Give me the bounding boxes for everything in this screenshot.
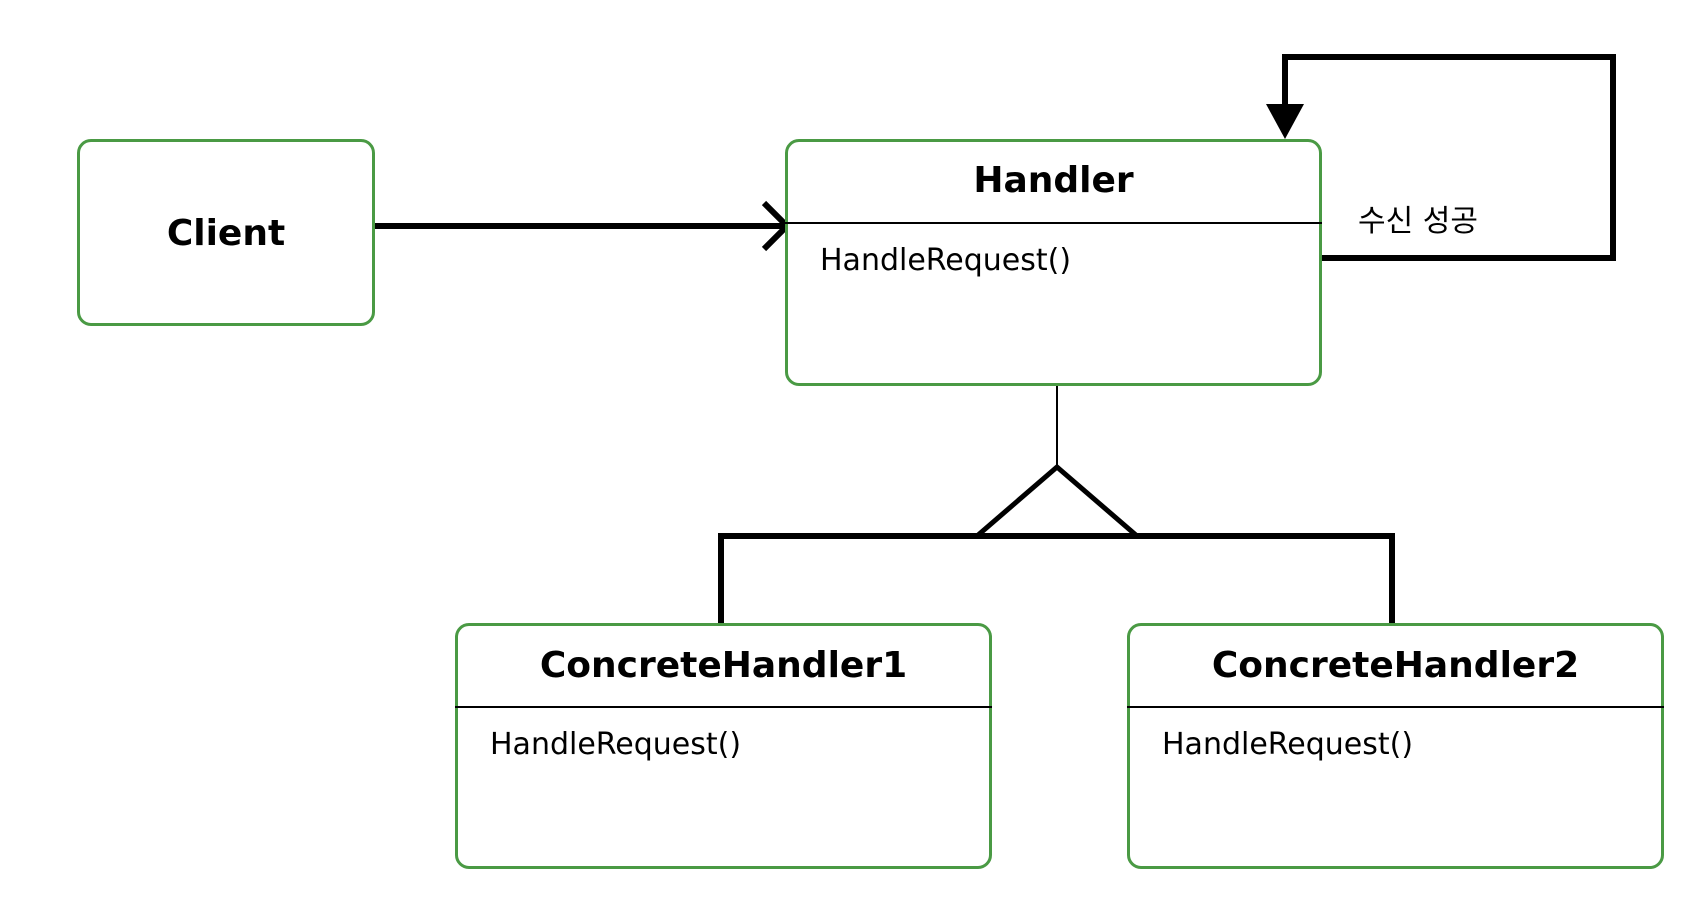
handler-title: Handler (973, 160, 1134, 201)
inheritance-triangle (970, 463, 1144, 539)
handler-box: Handler HandleRequest() (785, 139, 1322, 386)
concrete-handler-2-divider (1127, 706, 1664, 708)
concrete-handler-1-method: HandleRequest() (490, 727, 742, 762)
handler-divider (785, 222, 1322, 224)
concrete-handler-2-title: ConcreteHandler2 (1211, 645, 1580, 686)
handler-self-loop-arrowhead (1266, 104, 1304, 139)
concrete-handler-2-box: ConcreteHandler2 HandleRequest() (1127, 623, 1664, 869)
client-title: Client (166, 213, 286, 254)
inheritance-branch-line (718, 533, 1395, 623)
handler-self-loop-line (1282, 54, 1616, 261)
concrete-handler-2-method: HandleRequest() (1162, 727, 1414, 762)
handler-method: HandleRequest() (820, 243, 1072, 278)
client-box: Client (77, 139, 375, 326)
self-loop-label: 수신 성공 (1358, 204, 1478, 239)
concrete-handler-1-title: ConcreteHandler1 (539, 645, 908, 686)
concrete-handler-1-box: ConcreteHandler1 HandleRequest() (455, 623, 992, 869)
concrete-handler-1-divider (455, 706, 992, 708)
